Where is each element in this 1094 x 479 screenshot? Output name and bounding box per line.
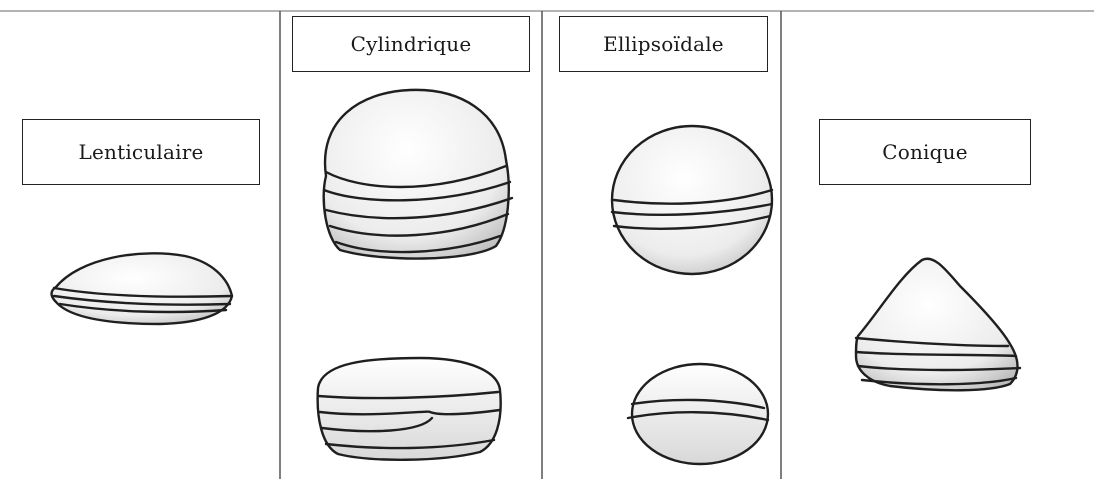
- label-ellipsoidale: Ellipsoïdale: [559, 16, 768, 72]
- cylindrical-shell-drawing-bottom: [318, 358, 501, 460]
- conical-shell-drawing: [856, 259, 1020, 391]
- label-cylindrique: Cylindrique: [292, 16, 530, 72]
- cylindrical-shell-drawing-top: [324, 90, 512, 259]
- label-lenticulaire: Lenticulaire: [22, 119, 260, 185]
- ellipsoidal-shell-drawing-top: [612, 126, 772, 274]
- ellipsoidal-shell-drawing-bottom: [628, 364, 768, 464]
- label-conique: Conique: [819, 119, 1031, 185]
- lenticular-shell-drawing: [52, 253, 233, 324]
